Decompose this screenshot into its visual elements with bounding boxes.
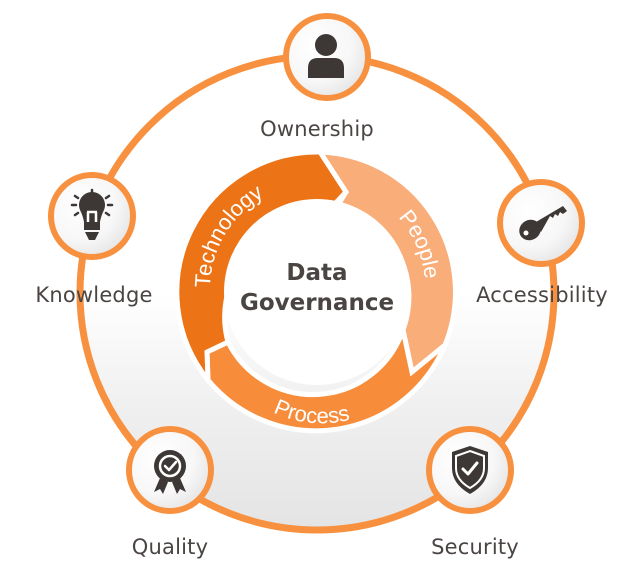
node-accessibility[interactable] xyxy=(497,179,585,267)
center-title-line2: Governance xyxy=(239,290,395,316)
center-title: Data Governance xyxy=(240,258,394,318)
person-icon xyxy=(308,34,344,78)
node-knowledge[interactable] xyxy=(48,172,136,260)
node-security[interactable] xyxy=(426,426,514,514)
pillar-label-quality: Quality xyxy=(131,535,209,559)
node-ownership[interactable] xyxy=(283,13,371,101)
key-icon xyxy=(519,206,567,241)
award-badge-icon xyxy=(154,450,186,494)
cycle-ring xyxy=(174,149,458,434)
pillar-label-accessibility: Accessibility xyxy=(476,283,608,307)
pillar-label-ownership: Ownership xyxy=(260,117,374,141)
shield-check-icon xyxy=(452,446,488,494)
pillar-label-security: Security xyxy=(431,535,519,559)
node-quality[interactable] xyxy=(126,426,214,514)
lightbulb-icon xyxy=(70,188,114,240)
pillar-label-knowledge: Knowledge xyxy=(35,283,153,307)
center-title-line1: Data xyxy=(286,260,348,286)
